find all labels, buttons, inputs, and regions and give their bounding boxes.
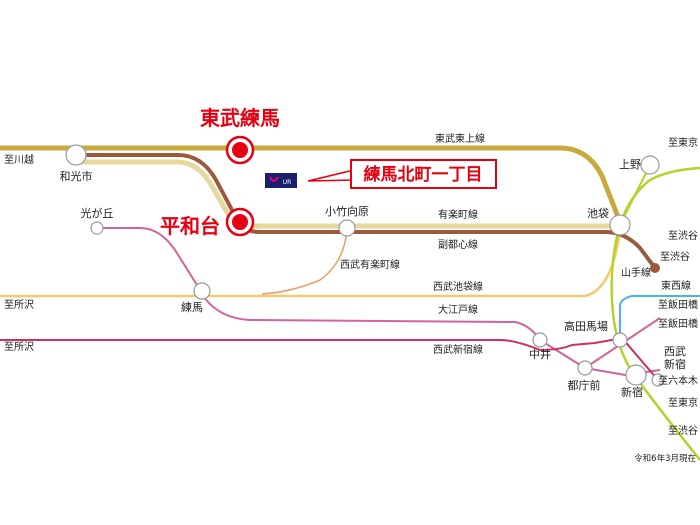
property-logo-icon: UR (265, 173, 297, 188)
station-marker-ueno[interactable] (640, 155, 660, 175)
station-marker-shinjuku[interactable] (625, 364, 647, 386)
destination-tokyo-2: 至東京 (668, 396, 698, 409)
property-logo-text: UR (283, 179, 292, 186)
destination-kawagoe: 至川越 (4, 153, 34, 166)
destination-shibuya-1: 至渋谷 (660, 250, 690, 263)
property-callout-pointer (307, 169, 355, 182)
line-label-tozai: 東西線 (661, 279, 691, 292)
line-label-seibu-shinjuku: 西武新宿線 (433, 343, 483, 356)
tozai-line (619, 295, 700, 340)
destination-iidabashi-1: 至飯田橋 (658, 298, 698, 311)
station-label-seibu-shinjuku-1: 西武 (664, 345, 686, 358)
seibu-ikebukuro-line (0, 229, 622, 298)
station-marker-wakoshi[interactable] (65, 144, 87, 166)
line-label-yurakucho: 有楽町線 (438, 208, 478, 221)
station-label-tobu-nerima: 東武練馬 (200, 106, 280, 130)
station-label-nerima: 練馬 (181, 300, 203, 314)
line-label-fukutoshin: 副都心線 (438, 238, 478, 251)
station-label-kotakemukaihara: 小竹向原 (325, 204, 369, 218)
station-label-ueno: 上野 (619, 158, 641, 171)
station-label-takadanobaba: 高田馬場 (564, 319, 608, 333)
station-label-heiwadai: 平和台 (160, 214, 220, 238)
station-label-tochomae: 都庁前 (568, 378, 601, 392)
destination-iidabashi-2: 至飯田橋 (658, 317, 698, 330)
ueno-connector-line (619, 164, 651, 226)
line-label-seibu-ikebukuro: 西武池袋線 (433, 280, 483, 293)
station-marker-tochomae[interactable] (577, 360, 593, 376)
oedo-line (97, 227, 661, 377)
station-label-wakoshi: 和光市 (60, 169, 93, 183)
line-label-tobu-tojo: 東武東上線 (435, 132, 485, 145)
station-marker-kotakemukaihara[interactable] (338, 219, 356, 237)
station-marker-nerima[interactable] (193, 282, 211, 300)
station-label-hikarigaoka: 光が丘 (81, 206, 114, 220)
station-marker-takadanobaba[interactable] (612, 332, 628, 348)
destination-shibuya-3: 至渋谷 (668, 424, 698, 437)
destination-tokorozawa-2: 至所沢 (4, 340, 34, 353)
tobu-tojo-line (0, 145, 623, 223)
destination-shibuya-2: 至渋谷 (668, 229, 698, 242)
destination-tokorozawa-1: 至所沢 (4, 298, 34, 311)
destination-tokyo: 至東京 (668, 136, 698, 149)
property-callout-box (350, 159, 497, 189)
station-label-nakai: 中井 (529, 347, 551, 361)
seibu-shinjuku-line (0, 336, 659, 381)
line-label-seibu-yurakucho: 西武有楽町線 (340, 258, 400, 271)
property-name: 練馬北町一丁目 (364, 164, 483, 185)
line-label-oedo: 大江戸線 (438, 303, 478, 316)
station-marker-heiwadai[interactable] (225, 207, 255, 237)
line-label-yamanote: 山手線 (621, 266, 651, 279)
station-marker-ikebukuro[interactable] (609, 214, 631, 236)
yamanote-line (610, 166, 700, 461)
station-label-ikebukuro: 池袋 (587, 206, 609, 220)
destination-roppongi: 至六本木 (658, 374, 698, 387)
fukutoshin-terminal (650, 263, 660, 273)
station-label-seibu-shinjuku-2: 新宿 (664, 357, 686, 371)
station-marker-hikarigaoka[interactable] (90, 221, 104, 235)
as-of-date: 令和6年3月現在 (634, 453, 696, 464)
station-marker-tobu-nerima[interactable] (225, 135, 255, 165)
station-marker-nakai[interactable] (532, 332, 548, 348)
station-label-shinjuku: 新宿 (621, 385, 643, 399)
station-marker-seibu-shinjuku[interactable] (651, 373, 665, 387)
seibu-yurakucho-line (261, 227, 348, 295)
